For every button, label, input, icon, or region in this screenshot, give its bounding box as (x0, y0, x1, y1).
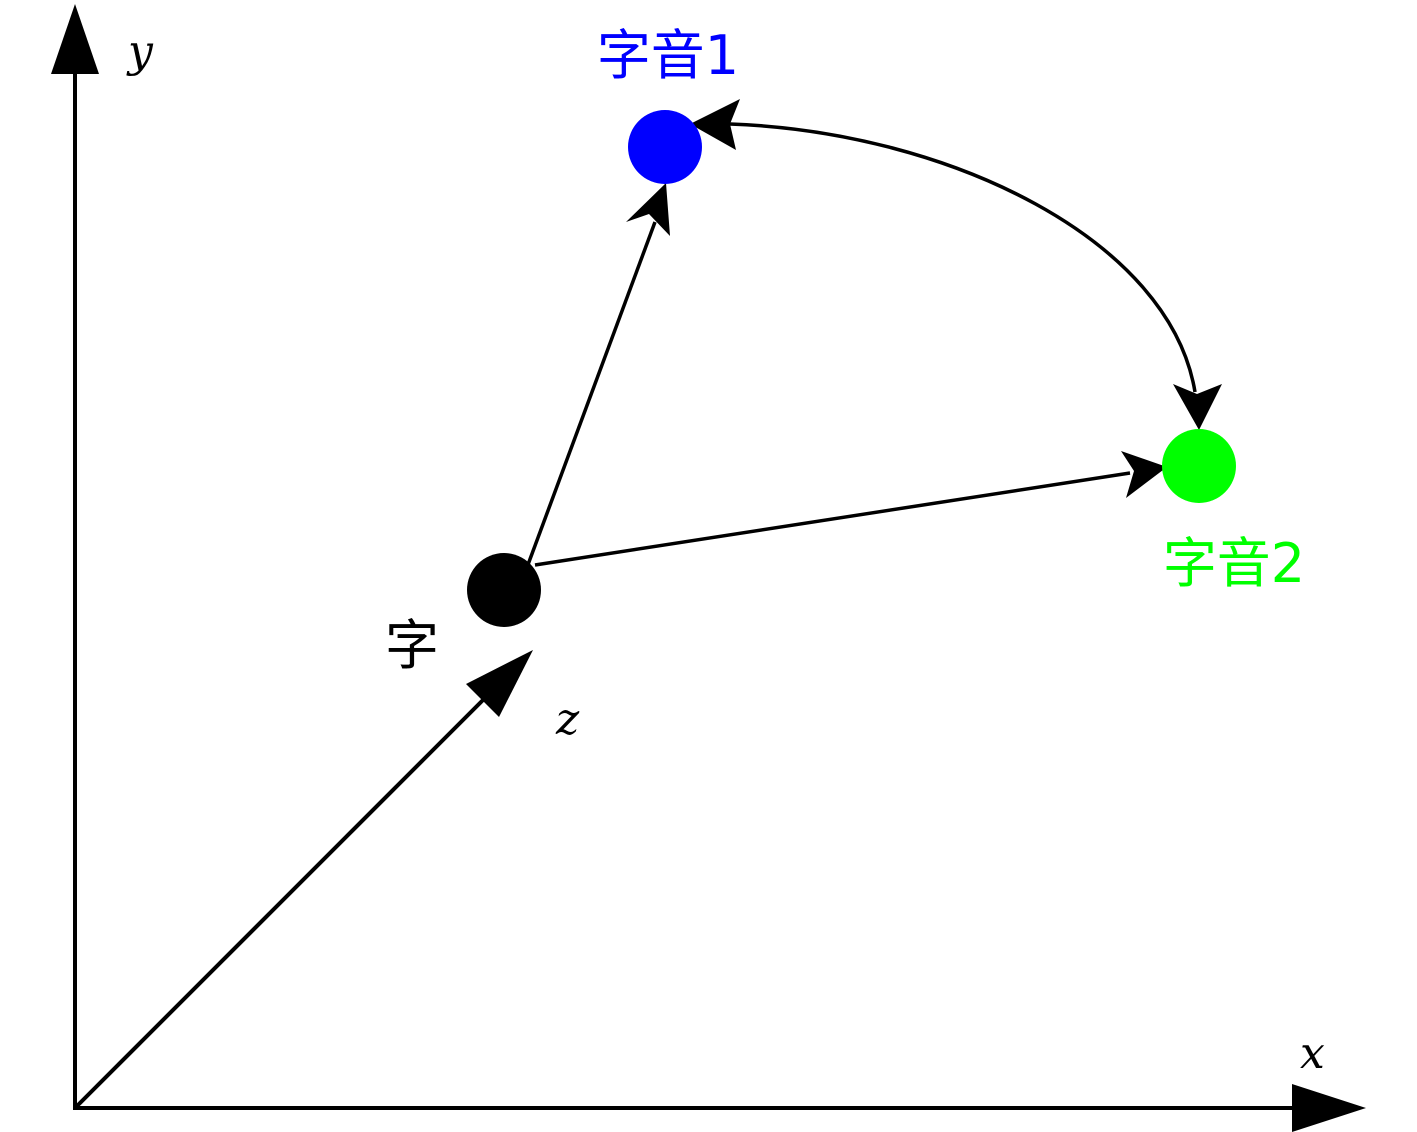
z-axis-label: z (555, 694, 580, 745)
x-axis-label: x (1300, 1028, 1325, 1079)
blue-node (628, 110, 702, 184)
arrow-origin-to-blue-head (626, 183, 670, 236)
origin-node (467, 553, 541, 627)
blue-node-label: 字音1 (597, 24, 739, 87)
arrow-origin-to-green-line (534, 471, 1131, 567)
arrow-origin-to-green-head (1121, 451, 1167, 498)
origin-node-label: 字 (385, 614, 439, 677)
green-node-label: 字音2 (1163, 532, 1305, 595)
curved-arrow-head-green (1173, 384, 1222, 430)
arrow-origin-to-blue-line (524, 221, 657, 571)
green-node (1162, 429, 1236, 503)
y-axis-label: y (126, 26, 154, 77)
y-axis-arrowhead (51, 4, 99, 74)
curved-arrow-head-blue (690, 99, 740, 150)
z-axis-line (73, 685, 498, 1110)
z-axis-arrowhead (466, 650, 533, 717)
curved-arrow-blue-green (729, 122, 1197, 393)
x-axis-arrowhead (1292, 1084, 1366, 1132)
